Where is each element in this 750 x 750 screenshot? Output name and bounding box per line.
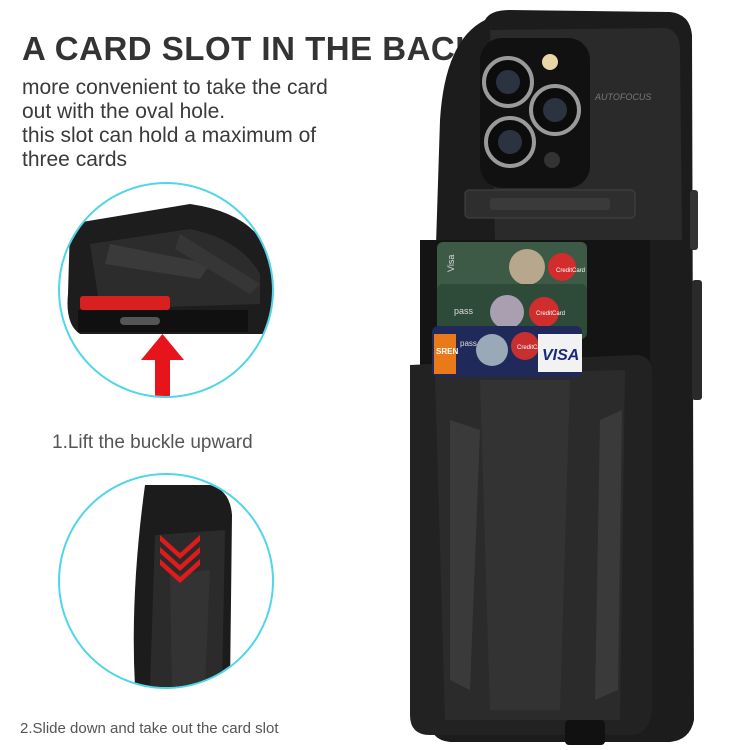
buckle-detail-illustration xyxy=(67,204,272,396)
description-line-3: this slot can hold a maximum of xyxy=(22,124,317,147)
autofocus-label: AUTOFOCUS xyxy=(594,92,651,102)
arrow-up-icon xyxy=(141,334,184,396)
card-3-mark: CreditCard xyxy=(517,345,546,351)
chevron-down-icon xyxy=(160,535,200,583)
card-2-brand: pass xyxy=(454,306,474,316)
card-1: Visa CreditCard xyxy=(437,242,587,297)
description: more convenient to take the card out wit… xyxy=(22,76,402,172)
detail-circle-buckle xyxy=(58,182,274,398)
description-line-1: more convenient to take the card xyxy=(22,76,328,99)
description-line-2: out with the oval hole. xyxy=(22,100,226,123)
card-1-brand: Visa xyxy=(446,255,456,272)
card-2: pass CreditCard xyxy=(437,284,587,339)
page-title: A CARD SLOT IN THE BACK xyxy=(22,30,480,67)
card-3-tag: SREN xyxy=(436,347,458,356)
card-3-brand: pass xyxy=(460,339,477,348)
card-3-logo: VISA xyxy=(542,347,579,364)
description-line-4: three cards xyxy=(22,148,128,171)
detail-circle-slide xyxy=(58,473,274,689)
card-3: SREN pass CreditCard VISA xyxy=(432,326,582,377)
step-1-label: 1.Lift the buckle upward xyxy=(52,432,253,453)
step-2-label: 2.Slide down and take out the card slot xyxy=(20,720,279,737)
slide-detail-illustration xyxy=(133,485,232,687)
card-2-mark: CreditCard xyxy=(536,311,565,317)
cards-stack: Visa CreditCard pass CreditCard SREN pas… xyxy=(432,242,587,377)
card-1-mark: CreditCard xyxy=(556,268,585,274)
